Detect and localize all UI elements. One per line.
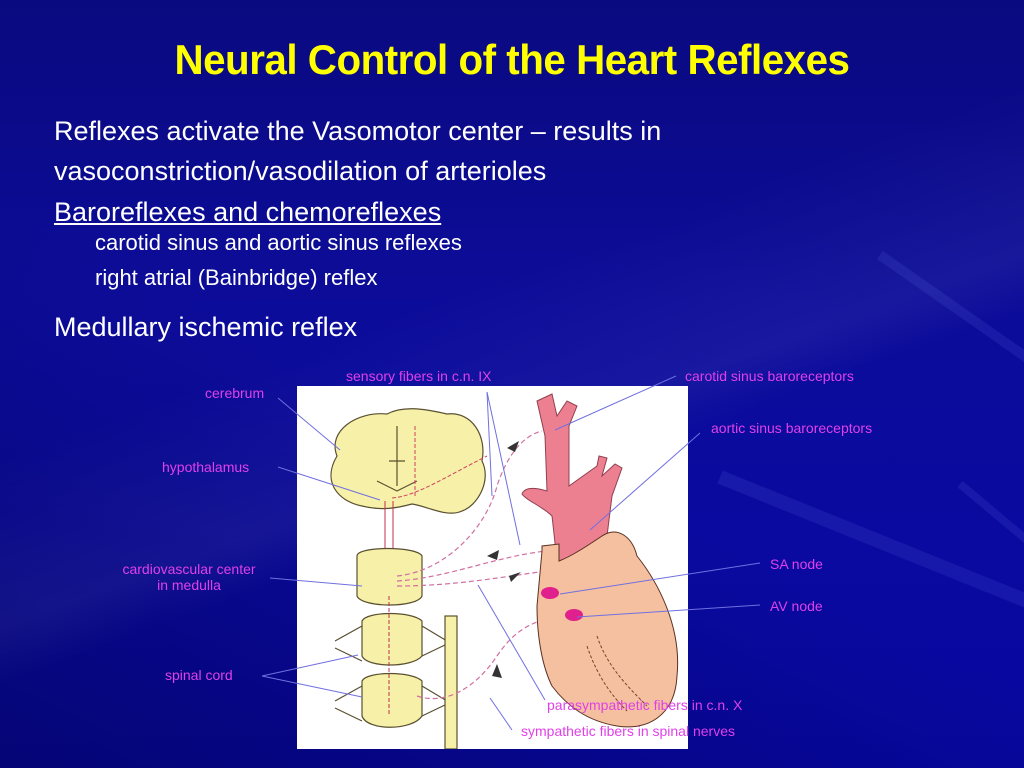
bullet-baroreflexes-heading: Baroreflexes and chemoreflexes	[54, 197, 442, 227]
label-parasympathetic-fibers: parasympathetic fibers in c.n. X	[547, 697, 743, 713]
bullet-vasomotor-line2: vasoconstriction/vasodilation of arterio…	[54, 156, 547, 186]
direction-arrows	[487, 441, 521, 678]
bullet-vasomotor-line1: Reflexes activate the Vasomotor center –…	[54, 116, 662, 146]
reflex-anatomy-illustration	[330, 393, 679, 750]
subitem-bainbridge: right atrial (Bainbridge) reflex	[95, 265, 378, 290]
spinal-cord-illustration	[334, 612, 458, 750]
label-spinal-cord: spinal cord	[165, 667, 233, 683]
reflex-diagram-figure	[297, 386, 688, 750]
medulla-illustration	[356, 547, 423, 606]
label-av-node: AV node	[770, 598, 823, 614]
slide-title: Neural Control of the Heart Reflexes	[174, 36, 850, 83]
label-cardiovascular-center: cardiovascular center in medulla	[108, 561, 270, 593]
av-node-marker	[565, 609, 583, 621]
label-carotid-sinus-baroreceptors: carotid sinus baroreceptors	[685, 368, 854, 384]
sa-node-marker	[541, 587, 559, 599]
label-sa-node: SA node	[770, 556, 823, 572]
label-hypothalamus: hypothalamus	[162, 459, 250, 475]
subitem-carotid-aortic: carotid sinus and aortic sinus reflexes	[95, 230, 462, 255]
label-sensory-fibers-cn-ix: sensory fibers in c.n. IX	[346, 368, 492, 384]
label-cerebrum: cerebrum	[205, 385, 265, 401]
label-cv-center-line2: in medulla	[157, 577, 221, 593]
label-cv-center-line1: cardiovascular center	[122, 561, 256, 577]
label-aortic-sinus-baroreceptors: aortic sinus baroreceptors	[711, 420, 873, 436]
label-sympathetic-fibers: sympathetic fibers in spinal nerves	[521, 723, 735, 739]
bullet-medullary-ischemic: Medullary ischemic reflex	[54, 312, 358, 342]
brain-illustration	[330, 408, 486, 514]
